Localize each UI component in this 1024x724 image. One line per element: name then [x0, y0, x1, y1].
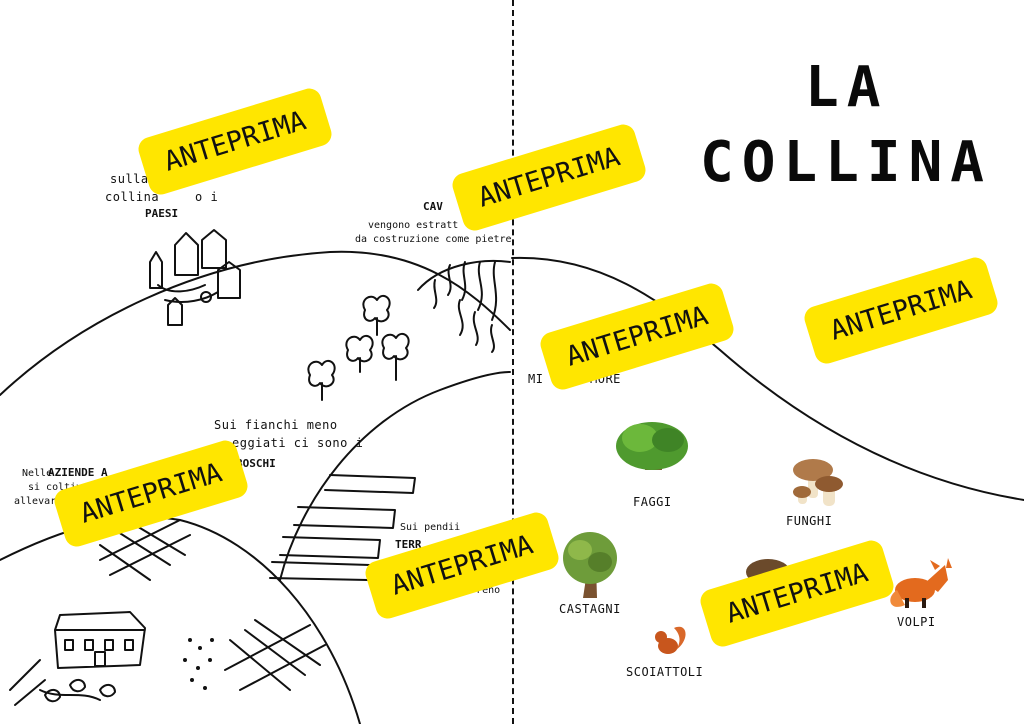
quarry-outline [417, 259, 511, 291]
terrazze-text-1: Sui pendii [400, 522, 461, 533]
cave-text-2: da costruzione come pietre [355, 234, 512, 245]
funghi-label: FUNGHI [786, 514, 833, 528]
scoiattoli-label: SCOIATTOLI [626, 665, 704, 679]
front-hill-outline [0, 516, 361, 724]
aziende-text-pre: Nelle [22, 468, 53, 479]
right-hill-outline [511, 256, 1024, 501]
boschi-text-1: Sui fianchi meno [214, 418, 338, 432]
boschi-label: BOSCHI [236, 457, 276, 470]
faggi-label: FAGGI [633, 495, 672, 509]
back-hill-outline [0, 250, 511, 396]
tree-doodles [307, 294, 410, 401]
aziende-label: AZIENDE A [48, 466, 108, 479]
terrazze-label: TERR [395, 538, 422, 551]
more-label-1: MI [528, 372, 544, 386]
fold-line [512, 0, 514, 724]
boschi-text-2: eggiati ci sono i [232, 436, 364, 450]
title-line-2: COLLINA [700, 130, 993, 195]
volpi-label: VOLPI [897, 615, 936, 629]
paesi-label: PAESI [145, 207, 179, 220]
castagni-label: CASTAGNI [559, 602, 621, 616]
paesi-text-2: collina [105, 190, 160, 204]
middle-hill-outline [279, 371, 511, 581]
farmhouse-drawing [54, 611, 146, 669]
cave-label: CAV [423, 200, 443, 213]
crop-field-drawing [99, 519, 326, 691]
paesi-text-2b: o i [195, 190, 219, 204]
cave-text-1: vengono estratt [368, 220, 459, 231]
aziende-text-3: allevar [14, 496, 57, 507]
title-line-1: LA [805, 55, 889, 120]
paesi-text-1: sulla [110, 172, 149, 186]
village-drawing [149, 229, 241, 326]
aziende-text-2: si coltiva [28, 482, 89, 493]
